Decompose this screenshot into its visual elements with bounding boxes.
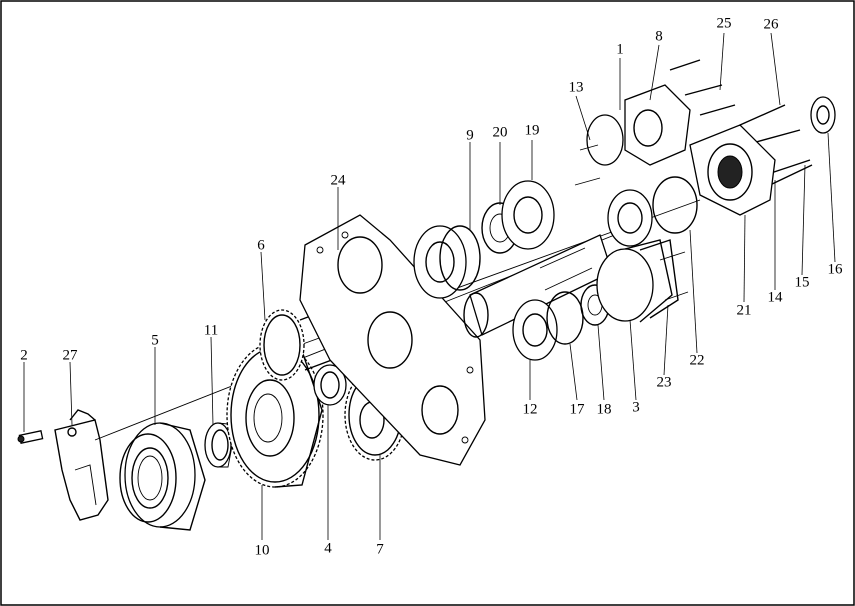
callout-23: 23 xyxy=(656,374,672,391)
callout-24: 24 xyxy=(330,172,346,189)
callout-1: 1 xyxy=(616,41,624,58)
part-housing-cover xyxy=(689,124,776,216)
part-sleeve xyxy=(119,422,206,531)
callout-13: 13 xyxy=(568,79,584,96)
part-seal-right xyxy=(810,96,836,134)
callout-7: 7 xyxy=(376,541,384,558)
part-bearing-left xyxy=(413,225,481,299)
callout-6: 6 xyxy=(257,237,265,254)
callout-18: 18 xyxy=(596,401,612,418)
callout-27: 27 xyxy=(62,347,78,364)
part-pin xyxy=(17,430,44,444)
part-cover-23 xyxy=(639,239,679,319)
callout-12: 12 xyxy=(522,401,538,418)
callout-15: 15 xyxy=(794,274,810,291)
part-bearing-upper xyxy=(607,176,698,247)
part-bearing-lower xyxy=(512,299,558,361)
callout-19: 19 xyxy=(524,122,540,139)
callout-8: 8 xyxy=(655,28,663,45)
leader-lines xyxy=(23,32,836,540)
part-upper-cover xyxy=(574,84,691,186)
callout-21: 21 xyxy=(736,302,752,319)
part-cover-plate xyxy=(501,180,555,250)
part-shift-fork xyxy=(54,409,109,521)
callout-9: 9 xyxy=(466,127,474,144)
callout-5: 5 xyxy=(151,332,159,349)
callout-26: 26 xyxy=(763,16,779,33)
callout-4: 4 xyxy=(324,540,332,557)
callout-14: 14 xyxy=(767,289,783,306)
callout-22: 22 xyxy=(689,352,705,369)
callout-16: 16 xyxy=(827,261,843,278)
callout-11: 11 xyxy=(203,322,219,339)
callout-2: 2 xyxy=(20,347,28,364)
callout-10: 10 xyxy=(254,542,270,559)
callout-25: 25 xyxy=(716,15,732,32)
part-ring-17 xyxy=(546,291,584,345)
callout-20: 20 xyxy=(492,124,508,141)
callout-17: 17 xyxy=(569,401,585,418)
part-spacer xyxy=(313,364,347,406)
part-housing-plate xyxy=(299,214,486,466)
part-end-cover xyxy=(596,239,689,323)
callout-3: 3 xyxy=(632,399,640,416)
